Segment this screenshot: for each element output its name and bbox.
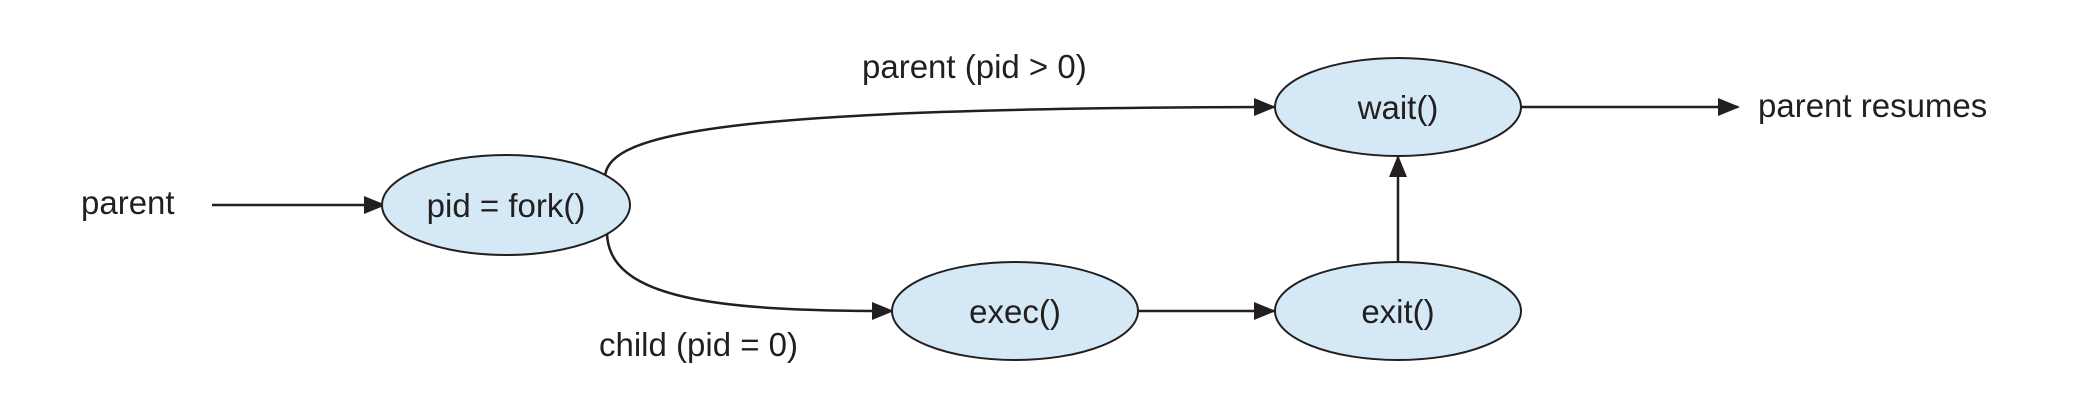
node-wait-shape <box>1274 57 1522 157</box>
node-exit-label: exit() <box>1361 293 1434 330</box>
node-wait: wait() <box>1274 57 1522 157</box>
label-parent-resumes: parent resumes <box>1758 87 1987 124</box>
edge-fork-to-wait <box>603 98 1276 179</box>
node-fork-shape <box>381 154 631 256</box>
node-exit: exit() <box>1274 261 1522 361</box>
node-fork: pid = fork() <box>381 154 631 256</box>
node-exec-label: exec() <box>969 293 1061 330</box>
label-parent-start: parent <box>81 184 175 221</box>
node-exec: exec() <box>891 261 1139 361</box>
label-parent-branch: parent (pid > 0) <box>862 48 1087 85</box>
label-child-branch: child (pid = 0) <box>599 326 798 363</box>
node-exec-shape <box>891 261 1139 361</box>
node-fork-label: pid = fork() <box>427 187 586 224</box>
edge-fork-to-exec <box>605 231 894 320</box>
node-exit-shape <box>1274 261 1522 361</box>
node-wait-label: wait() <box>1357 89 1439 126</box>
